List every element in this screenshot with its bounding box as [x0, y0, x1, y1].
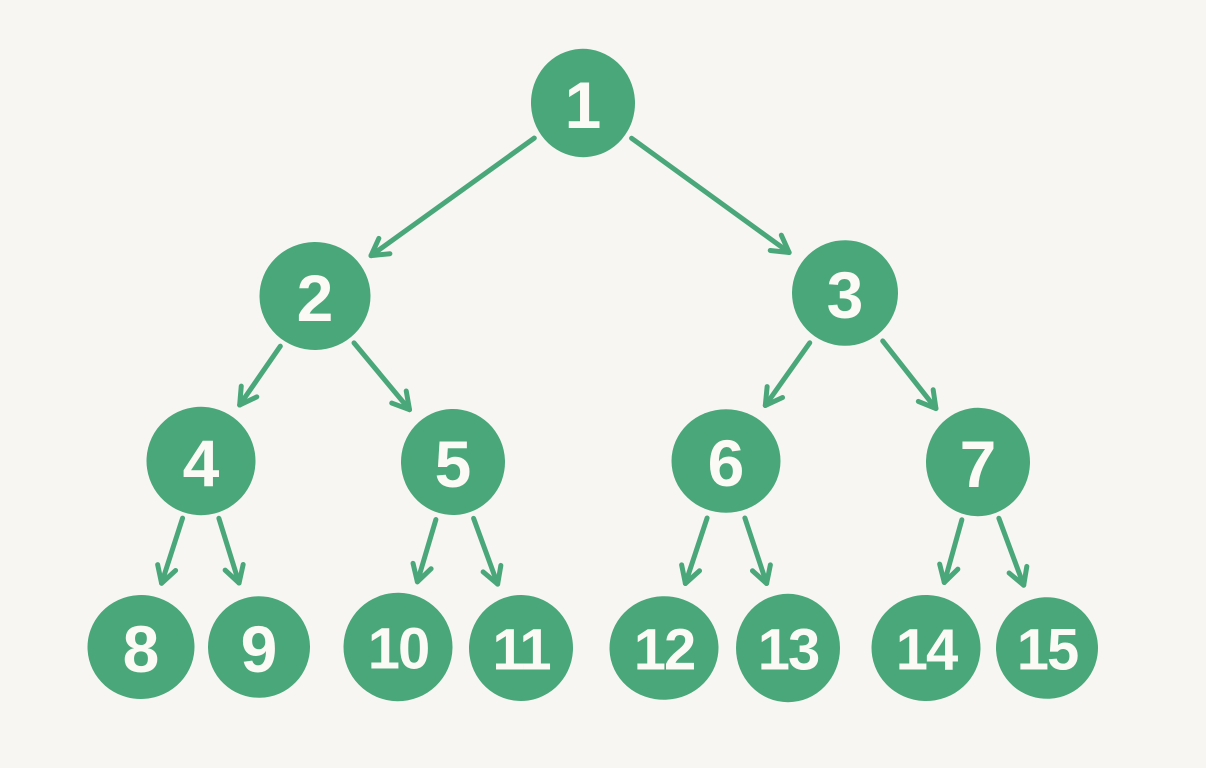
edge-arrow-7-14 [937, 517, 965, 586]
tree-node-circle [609, 596, 719, 700]
edge-arrow-3-7 [880, 338, 939, 412]
tree-node-label: 14 [896, 618, 958, 683]
tree-node-14: 14 [871, 594, 981, 702]
tree-node-4: 4 [146, 406, 256, 516]
tree-node-circle [468, 595, 574, 701]
edge-arrow-1-3 [629, 135, 792, 255]
tree-node-label: 13 [758, 618, 819, 683]
edge-arrow-6-13 [742, 515, 773, 586]
edge-arrow-6-12 [679, 515, 710, 586]
edge-arrow-5-10 [410, 517, 439, 585]
edge-arrow-1-2 [368, 135, 537, 259]
tree-node-label: 2 [297, 261, 334, 335]
tree-node-label: 6 [708, 426, 745, 500]
tree-node-circle [259, 241, 371, 351]
tree-node-label: 7 [960, 427, 997, 501]
tree-node-circle [871, 594, 981, 702]
tree-node-label: 9 [241, 612, 278, 686]
tree-node-label: 8 [123, 612, 160, 686]
tree-node-label: 15 [1017, 618, 1078, 683]
tree-node-circle [671, 409, 781, 513]
tree-node-6: 6 [671, 409, 781, 513]
tree-node-5: 5 [400, 409, 506, 515]
tree-node-3: 3 [792, 240, 898, 346]
tree-node-circle [208, 596, 310, 698]
tree-node-circle [87, 594, 195, 700]
tree-node-circle [400, 409, 506, 515]
edge-arrow-5-11 [471, 515, 504, 587]
tree-node-15: 15 [996, 597, 1098, 699]
tree-node-11: 11 [468, 595, 574, 701]
tree-node-circle [343, 592, 453, 702]
edge-arrow-2-4 [237, 343, 283, 408]
tree-node-8: 8 [87, 594, 195, 700]
tree-node-9: 9 [208, 596, 310, 698]
edge-arrow-3-6 [762, 340, 813, 409]
edge-arrow-4-8 [155, 515, 186, 586]
tree-node-label: 5 [435, 427, 472, 501]
tree-node-circle [996, 597, 1098, 699]
tree-node-label: 10 [368, 617, 429, 682]
tree-node-circle [146, 406, 256, 516]
tree-node-label: 12 [634, 618, 695, 683]
tree-node-circle [530, 48, 636, 158]
tree-node-circle [925, 407, 1031, 517]
edge-arrow-4-9 [216, 515, 246, 586]
tree-node-2: 2 [259, 241, 371, 351]
tree-node-circle [792, 240, 898, 346]
tree-node-13: 13 [736, 593, 840, 703]
tree-node-label: 1 [565, 68, 602, 142]
tree-node-7: 7 [925, 407, 1031, 517]
tree-node-label: 4 [183, 426, 220, 500]
tree-node-label: 11 [492, 618, 550, 683]
tree-node-1: 1 [530, 48, 636, 158]
edge-arrow-7-15 [996, 515, 1030, 588]
edge-arrow-2-5 [351, 340, 413, 413]
tree-node-12: 12 [609, 596, 719, 700]
tree-node-circle [736, 593, 840, 703]
tree-node-label: 3 [827, 258, 864, 332]
tree-node-10: 10 [343, 592, 453, 702]
